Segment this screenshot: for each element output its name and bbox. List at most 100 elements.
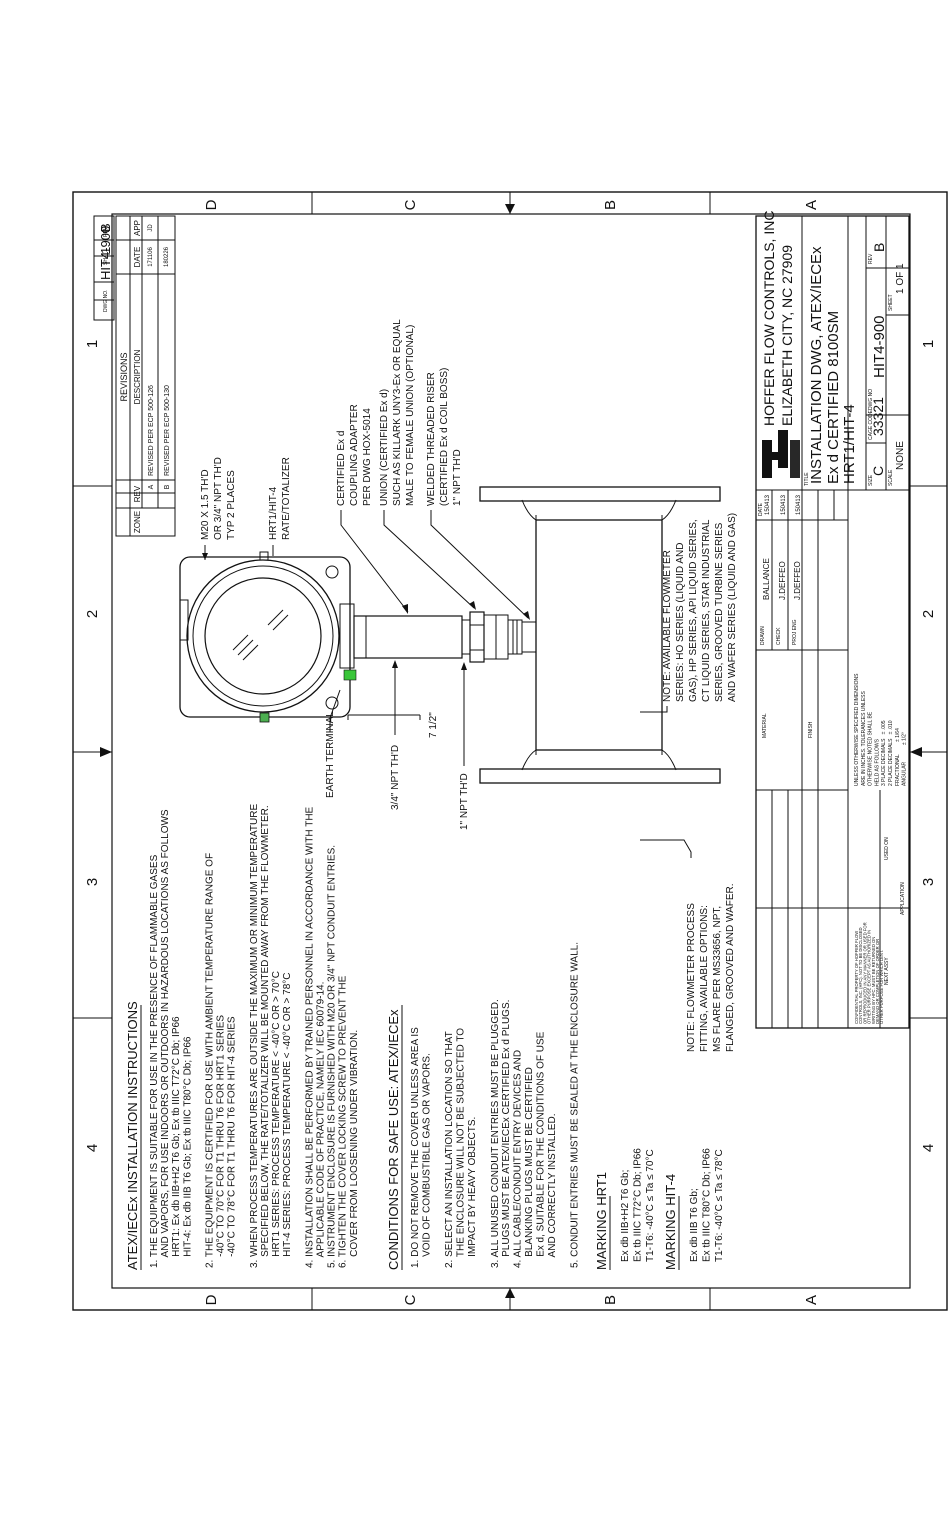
- rev-dwg-no-label: DWG NO.: [103, 290, 109, 313]
- instruction-line: COVER FROM LOOSENING UNDER VIBRATION.: [349, 1030, 360, 1268]
- zone-col-right-2: 2: [920, 610, 937, 618]
- zone-row-top-b: B: [602, 200, 619, 210]
- rev-dwg-no: HIT4-900: [98, 226, 113, 280]
- rev-header-zone: ZONE: [133, 511, 142, 533]
- proj-label: PROJ ENG: [792, 619, 798, 645]
- zone-col-right-1: 1: [920, 340, 937, 348]
- finish-label: FINISH: [808, 721, 814, 738]
- border-frame: [72, 191, 948, 1311]
- title-rev-value: B: [871, 243, 887, 252]
- instruction-line: APPLICABLE CODE OF PRACTICE, NAMELY IEC …: [316, 982, 327, 1268]
- zone-row-bottom-b: B: [602, 1295, 619, 1305]
- zone-col-right-3: 3: [920, 878, 937, 886]
- instruction-line: HRT1 SERIES: PROCESS TEMPERATURE < -40°C…: [271, 971, 282, 1268]
- callout-m20: M20 X 1.5 TH'D OR 3/4" NPT TH'D TYP 2 PL…: [200, 457, 237, 560]
- size-label: SIZE: [868, 474, 874, 486]
- scale-value: NONE: [895, 441, 906, 470]
- revisions-table: DWG NO. HIT4-900 SH 1 REV B REVISIONS ZO…: [93, 215, 176, 537]
- instruction-line: 5. INSTRUMENT ENCLOSURE IS FURNISHED WIT…: [327, 845, 338, 1268]
- confidential-line: DEMAND OR COMPLETION OF ORDER OR: [875, 939, 880, 1024]
- note-process: NOTE: FLOWMETER PROCESS FITTING, AVAILAB…: [640, 839, 736, 1052]
- zone-row-top-c: C: [402, 199, 419, 210]
- date-1: 150413: [765, 494, 771, 515]
- svg-text:FLANGED, GROOVED AND WAFER.: FLANGED, GROOVED AND WAFER.: [725, 883, 736, 1052]
- svg-text:(CERTIFIED Ex d COIL BOSS): (CERTIFIED Ex d COIL BOSS): [439, 368, 450, 506]
- tolerance-line: FRACTIONAL ± 1/64: [895, 728, 901, 786]
- marking-hrt1-lines: Ex db IIB+H2 T6 Gb;Ex tb IIIC T72°C Db; …: [620, 1148, 656, 1262]
- instruction-line: HIT-4: Ex db IIB T6 Gb; Ex tb IIIC T80°C…: [182, 1036, 193, 1268]
- safe-use-line: AND CORRECTLY INSTALLED.: [547, 1114, 558, 1268]
- instruction-line: 1. THE EQUIPMENT IS SUITABLE FOR USE IN …: [149, 854, 160, 1268]
- zone-col-left-1: 1: [84, 340, 101, 348]
- callout-earth-terminal: EARTH TERMINAL: [325, 689, 341, 798]
- installation-instructions: ATEX/IECEx INSTALLATION INSTRUCTIONS 1. …: [125, 804, 725, 1270]
- callouts: M20 X 1.5 TH'D OR 3/4" NPT TH'D TYP 2 PL…: [200, 319, 738, 1052]
- svg-text:WELDED THREADED RISER: WELDED THREADED RISER: [426, 372, 437, 506]
- svg-text:SUCH AS KILLARK UNY3-Ex OR EQU: SUCH AS KILLARK UNY3-Ex OR EQUAL: [392, 319, 403, 506]
- instruction-line: -40°C TO 78°C FOR T1 THRU T6 FOR HIT-4 S…: [227, 1016, 238, 1268]
- callout-npt-1: 1" NPT TH'D: [459, 662, 470, 830]
- tolerance-line: 2 PLACE DECIMALS ± .010: [888, 720, 894, 786]
- title-line-1: INSTALLATION DWG, ATEX/IECEx: [808, 246, 825, 484]
- drawn-value: BALLANCE: [762, 558, 771, 600]
- safe-use-line: 4. ALL CABLE/CONDUIT ENTRY DEVICES AND: [513, 1050, 524, 1268]
- tolerance-line: 3 PLACE DECIMALS ± .005: [881, 720, 887, 786]
- zone-col-left-4: 4: [84, 1144, 101, 1152]
- zone-row-bottom-d: D: [203, 1294, 220, 1305]
- marking-hit4-line: Ex tb IIIC T80°C Db; IP66: [702, 1148, 713, 1262]
- zone-col-left-3: 3: [84, 878, 101, 886]
- safe-use-title: CONDITIONS FOR SAFE USE: ATEX/IECEx: [386, 1009, 401, 1270]
- tolerance-line: ARE IN INCHES. TOLERANCES UNLESS: [861, 690, 867, 786]
- flowmeter-assembly: [179, 486, 721, 784]
- zone-row-top-a: A: [803, 200, 820, 210]
- svg-text:SERIES, GROOVED TURBINE SERIES: SERIES, GROOVED TURBINE SERIES: [714, 522, 725, 702]
- check-value: J.DEFFEO: [778, 561, 787, 600]
- revisions-title: REVISIONS: [119, 352, 129, 401]
- svg-text:HRT1/HIT-4: HRT1/HIT-4: [268, 486, 279, 540]
- dwg-no-label: DWG NO: [868, 389, 874, 410]
- dimension-length: 7 1/2": [347, 712, 439, 738]
- marking-hrt1-line: T1-T6: -40°C ≤ Ta ≤ 70°C: [645, 1149, 656, 1262]
- zone-labels: D C B A D C B A 4 3 2 1 4 3 2 1: [84, 199, 937, 1305]
- rev-row-b-desc: REVISED PER ECP 500-130: [164, 385, 171, 476]
- marking-hrt1-title: MARKING HRT1: [594, 1172, 609, 1270]
- tolerance-line: OTHERWISE NOTED SHALL BE: [868, 711, 874, 786]
- safe-use-line: THE ENCLOSURE WILL NOT BE SUBJECTED TO: [456, 1028, 467, 1268]
- svg-text:TYP 2 PLACES: TYP 2 PLACES: [226, 470, 237, 540]
- marking-hit4-line: T1-T6: -40°C ≤ Ta ≤ 78°C: [714, 1149, 725, 1262]
- rev-row-a-date: 171106: [148, 247, 154, 267]
- title-label: TITLE: [804, 472, 810, 486]
- cage-value: 33321: [870, 397, 886, 436]
- zone-row-top-d: D: [203, 199, 220, 210]
- confidential-line: OTHER PURPOSE FOR WHICH LENT.: [879, 950, 884, 1024]
- svg-text:CERTIFIED Ex d: CERTIFIED Ex d: [336, 431, 347, 506]
- instruction-line: HRT1: Ex db IIB+H2 T6 Gb; Ex tb IIIC T72…: [171, 1016, 182, 1268]
- size-value: C: [870, 466, 886, 476]
- callout-riser: WELDED THREADED RISER (CERTIFIED Ex d CO…: [426, 368, 530, 620]
- svg-text:MS FLARE PER MS33656, NPT,: MS FLARE PER MS33656, NPT,: [712, 906, 723, 1052]
- rev-header-rev: REV: [133, 485, 142, 502]
- callout-npt-34: 3/4" NPT TH'D: [390, 660, 401, 810]
- rev-sh: 1: [98, 247, 113, 254]
- zone-row-bottom-c: C: [402, 1294, 419, 1305]
- company-city: ELIZABETH CITY, NC 27909: [779, 245, 795, 426]
- svg-text:SERIES: HO SERIES (LIQUID AND: SERIES: HO SERIES (LIQUID AND: [675, 543, 686, 702]
- instruction-line: 6. TIGHTEN THE COVER LOCKING SCREW TO PR…: [338, 975, 349, 1268]
- svg-text:1" NPT TH'D: 1" NPT TH'D: [459, 773, 470, 830]
- svg-text:MALE TO FEMALE UNION (OPTIONAL: MALE TO FEMALE UNION (OPTIONAL): [405, 325, 416, 506]
- tolerance-line: HELD AS FOLLOWS: [874, 738, 880, 786]
- rev-rev-label: REV: [103, 226, 109, 237]
- safe-use-line: Ex d, SUITABLE FOR THE CONDITIONS OF USE: [535, 1031, 546, 1268]
- application-label: APPLICATION: [900, 882, 906, 915]
- marking-hit4-title: MARKING HIT-4: [663, 1174, 678, 1270]
- instruction-line: AND VAPORS, FOR USE INDOORS OR OUTDOORS …: [160, 809, 171, 1268]
- rev-row-b-rev: B: [164, 484, 171, 489]
- svg-text:1" NPT TH'D: 1" NPT TH'D: [452, 449, 463, 506]
- svg-text:NOTE: AVAILABLE FLOWMETER: NOTE: AVAILABLE FLOWMETER: [662, 550, 673, 702]
- instruction-line: -40°C TO 70°C FOR T1 THRU T6 FOR HRT1 SE…: [216, 1015, 227, 1268]
- marking-hrt1-line: Ex db IIB+H2 T6 Gb;: [620, 1170, 631, 1262]
- svg-text:AND WAFER SERIES (LIQUID AND G: AND WAFER SERIES (LIQUID AND GAS): [727, 513, 738, 702]
